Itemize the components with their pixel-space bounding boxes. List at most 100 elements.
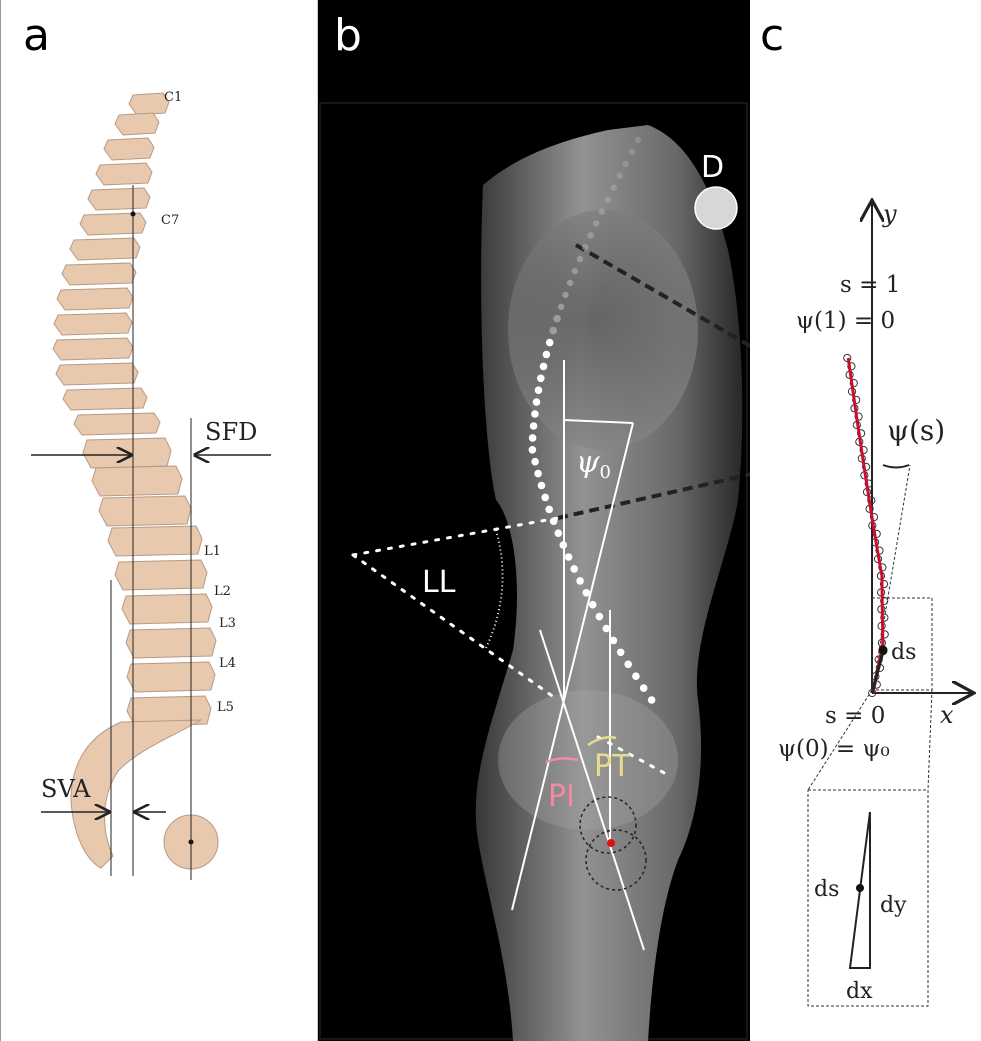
spine-centroid-dot — [565, 553, 573, 561]
sfd-label: SFD — [205, 418, 257, 446]
vertebral-column — [53, 93, 216, 726]
spine-centroid-dot — [562, 292, 568, 298]
vertebra — [54, 313, 132, 335]
spine-centroid-dot — [587, 232, 593, 238]
spine-centroid-dot — [599, 208, 605, 214]
pelvis-shadow — [498, 690, 678, 830]
vertebra — [127, 662, 215, 692]
vertebra — [126, 628, 216, 658]
vertebra-label-l3: L3 — [219, 616, 236, 631]
spine-centroid-dot — [611, 185, 617, 191]
spine-centroid-dot — [555, 529, 563, 537]
spine-centroid-dot — [541, 494, 549, 502]
vertebra — [57, 288, 133, 310]
vertebra — [56, 363, 138, 385]
ds-label: ds — [891, 640, 916, 665]
spine-centroid-dot — [583, 589, 591, 597]
spine-centroid-dot — [537, 375, 545, 383]
spine-centroid-dot — [531, 458, 539, 466]
vertebra — [62, 263, 136, 285]
spine-centroid-dot — [529, 446, 537, 454]
zoom-connector-right — [928, 690, 932, 790]
vertebra — [92, 466, 182, 496]
top-s-label: s = 1 — [840, 272, 900, 298]
vertebra — [129, 93, 169, 115]
vertebra-label-l4: L4 — [219, 656, 236, 671]
femoral-center-point — [607, 839, 615, 847]
vertebra — [83, 438, 171, 468]
c7-center-dot — [131, 212, 136, 217]
inset-dx-label: dx — [846, 979, 873, 1004]
spine-centroid-dot — [529, 434, 537, 442]
vertebra — [99, 496, 191, 526]
spine-centroid-dot — [617, 649, 625, 657]
vertebra — [96, 163, 152, 185]
spine-centroid-dot — [553, 315, 561, 323]
inset-dy-label: dy — [880, 893, 907, 918]
inset-ds-point — [856, 884, 864, 892]
vertebra — [115, 560, 207, 590]
spine-centroid-dot — [558, 304, 564, 310]
fitted-curve — [848, 358, 883, 693]
vertebra-label-c7: C7 — [161, 213, 179, 228]
spine-centroid-dot — [648, 696, 656, 704]
spine-centroid-dot — [635, 137, 641, 143]
spine-centroid-dot — [538, 482, 546, 490]
ds-point — [879, 646, 888, 655]
spine-centroid-dot — [576, 577, 584, 585]
spine-centroid-dot — [629, 149, 635, 155]
spine-centroid-dot — [550, 518, 558, 526]
y-axis-label: y — [882, 200, 897, 228]
spine-centroid-dot — [572, 268, 578, 274]
calibration-disc-label: D — [701, 150, 724, 185]
spine-centroid-dot — [543, 351, 551, 359]
spine-centroid-dot — [582, 244, 588, 250]
vertebra-label-l2: L2 — [214, 584, 231, 599]
spine-centroid-dot — [577, 256, 583, 262]
spine-centroid-dot — [603, 625, 611, 633]
spine-centroid-dot — [533, 398, 541, 406]
xray-illustration: D TK LL ψ0 PI PT — [318, 0, 750, 1041]
vertebra — [122, 594, 212, 624]
spine-centroid-dot — [589, 601, 597, 609]
psi-s-label: ψ(s) — [887, 414, 945, 447]
spine-centroid-dot — [545, 506, 553, 514]
panel-b-xray: b D TK — [318, 0, 750, 1041]
spine-centroid-dot — [623, 161, 629, 167]
spine-centroid-dot — [570, 565, 578, 573]
vertebra — [115, 113, 159, 135]
vertebra — [108, 526, 202, 556]
spine-centroid-dot — [535, 386, 543, 394]
vertebra-label-l1: L1 — [204, 544, 221, 559]
spine-illustration: C1 C7 L1 L2 L3 L4 L5 SFD SVA — [1, 0, 319, 1041]
spine-centroid-dot — [534, 470, 542, 478]
vertebra — [53, 338, 133, 360]
spine-centroid-dot — [549, 327, 557, 335]
vertebra — [88, 188, 150, 210]
ll-label: LL — [422, 565, 456, 600]
spine-centroid-dot — [632, 672, 640, 680]
calibration-disc — [695, 187, 737, 229]
vertebra — [74, 413, 160, 435]
vertebra — [70, 238, 140, 260]
spine-centroid-dot — [624, 661, 632, 669]
vertebra — [80, 213, 146, 235]
spine-centroid-dot — [605, 196, 611, 202]
spine-centroid-dot — [596, 613, 604, 621]
inset-ds-label: ds — [814, 877, 839, 902]
spine-centroid-dot — [567, 280, 573, 286]
vertebra — [104, 138, 154, 160]
vertebra-label-l5: L5 — [217, 700, 234, 715]
pi-label: PI — [548, 779, 575, 814]
spine-centroid-dot — [617, 173, 623, 179]
panel-c-curve-model: c y x s = 1 ψ(1) = 0 ψ(s) ds s = 0 ψ(0) … — [750, 0, 981, 1041]
spine-centroid-dot — [593, 220, 599, 226]
x-axis-label: x — [940, 701, 954, 729]
top-psi-label: ψ(1) = 0 — [796, 308, 895, 334]
curve-model-diagram: y x s = 1 ψ(1) = 0 ψ(s) ds s = 0 ψ(0) = … — [750, 0, 981, 1041]
vertebra — [63, 388, 147, 410]
panel-a-spine-diagram: a C1 C7 L1 L2 L3 L4 L5 SFD SVA — [0, 0, 318, 1041]
spine-centroid-dot — [640, 684, 648, 692]
psi-s-arc — [883, 465, 909, 468]
sva-label: SVA — [41, 775, 91, 803]
